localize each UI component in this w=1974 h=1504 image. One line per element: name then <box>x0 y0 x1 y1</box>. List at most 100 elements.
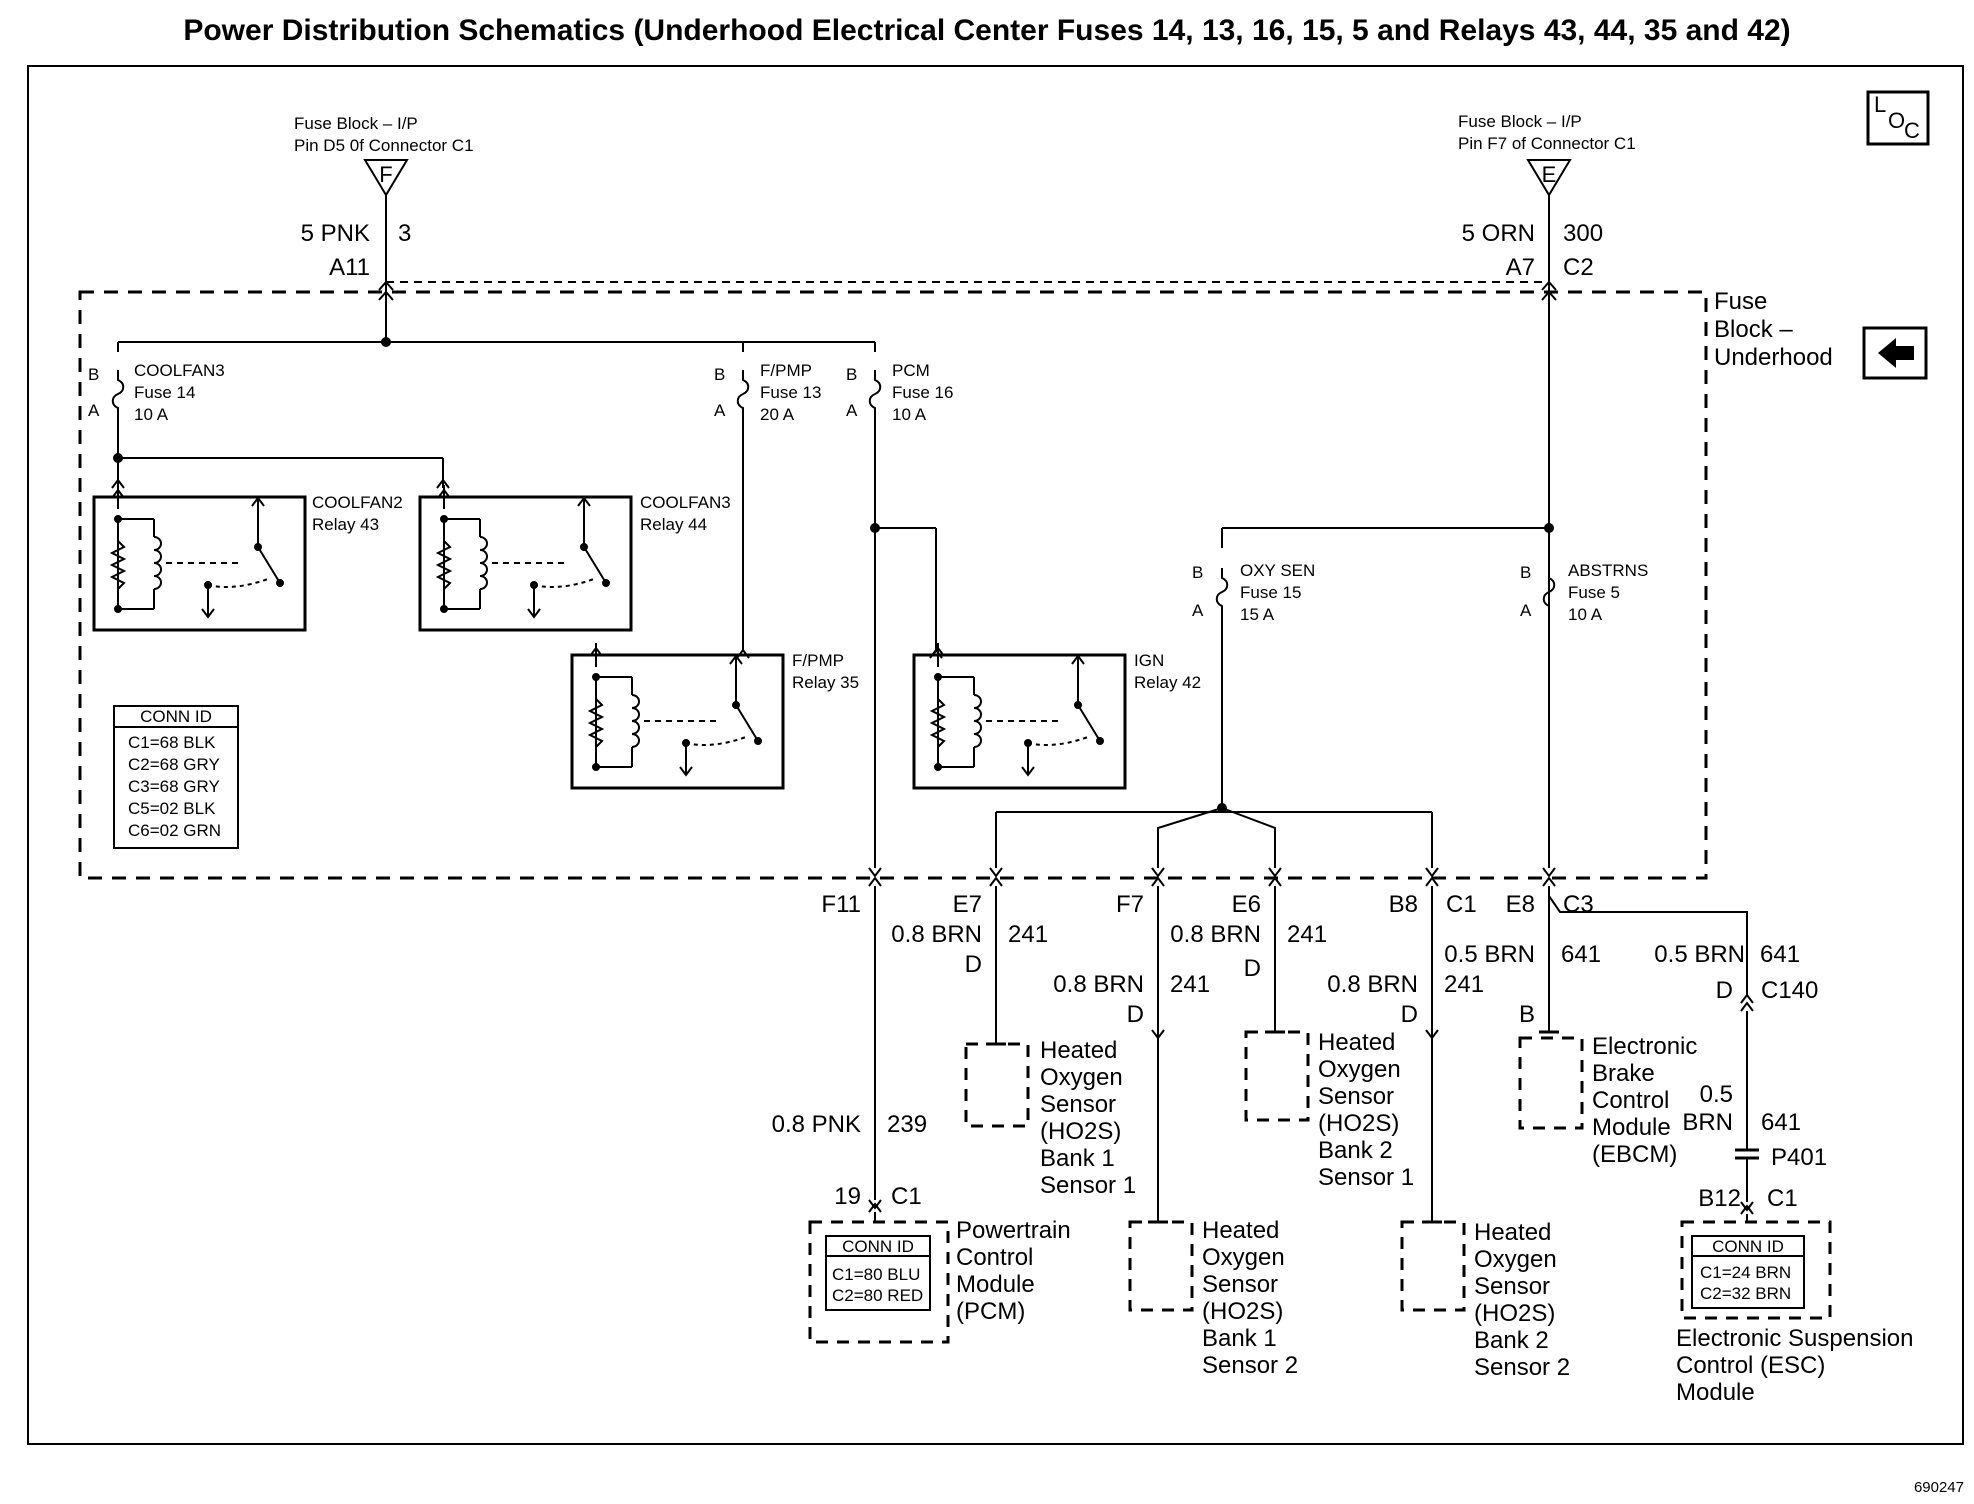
svg-text:B: B <box>88 365 99 384</box>
fuse-16-rating: 10 A <box>892 405 927 424</box>
fuse-16-name: PCM <box>892 361 930 380</box>
feed-left-circuit: 3 <box>398 220 411 247</box>
svg-text:B: B <box>846 365 857 384</box>
page-title: Power Distribution Schematics (Underhood… <box>183 14 1791 47</box>
conn-id-row: C5=02 BLK <box>128 799 216 818</box>
conn-id-row: C3=68 GRY <box>128 777 220 796</box>
relay-42-internals <box>929 643 1104 777</box>
feed-right-label-2: Pin F7 of Connector C1 <box>1458 134 1636 153</box>
svg-text:Bank 1: Bank 1 <box>1040 1145 1115 1172</box>
svg-text:Bank 2: Bank 2 <box>1318 1137 1393 1164</box>
fuse-block-label-1: Fuse <box>1714 288 1767 315</box>
relay-43-name: COOLFAN2 <box>312 493 403 512</box>
connector-c3: C3 <box>1563 891 1594 918</box>
svg-text:B: B <box>1520 563 1531 582</box>
svg-text:A: A <box>846 401 858 420</box>
figure-id: 690247 <box>1913 1479 1964 1496</box>
feed-right-connector: C2 <box>1563 254 1594 281</box>
e7-circuit: 241 <box>1008 921 1048 948</box>
fuse-5-name: ABSTRNS <box>1568 561 1648 580</box>
pcm-component-box <box>808 1220 950 1344</box>
e6-wire-color: 0.8 BRN <box>1170 921 1261 948</box>
pcm-connector: C1 <box>891 1183 922 1210</box>
esc-component-box <box>1680 1220 1832 1320</box>
esc-pin-d: D <box>1716 977 1733 1004</box>
svg-text:Control: Control <box>956 1244 1033 1271</box>
svg-text:Sensor 1: Sensor 1 <box>1318 1164 1414 1191</box>
svg-text:Brake: Brake <box>1592 1060 1655 1087</box>
relay-35-name: F/PMP <box>792 651 844 670</box>
fuse-13-name: F/PMP <box>760 361 812 380</box>
relay-42-number: Relay 42 <box>1134 673 1201 692</box>
pcm-pin: 19 <box>834 1183 861 1210</box>
svg-text:A: A <box>88 401 100 420</box>
outer-frame <box>27 65 1964 1445</box>
esc-lower-wire-color: BRN <box>1682 1109 1733 1136</box>
connector-a11-mark <box>378 280 394 291</box>
b8-circuit: 241 <box>1444 971 1484 998</box>
e7-wire-color: 0.8 BRN <box>891 921 982 948</box>
svg-text:(HO2S): (HO2S) <box>1040 1118 1121 1145</box>
relay-35-box <box>570 653 785 790</box>
feed-right-circuit: 300 <box>1563 220 1603 247</box>
f11-wire-color: 0.8 PNK <box>772 1111 861 1138</box>
e8-dest-pin: B <box>1519 1001 1535 1028</box>
relay-35-internals <box>587 643 762 777</box>
ho2s-b2s1-box <box>1244 1030 1310 1122</box>
pin-e6: E6 <box>1232 891 1261 918</box>
fuse-14-number: Fuse 14 <box>134 383 195 402</box>
e6-circuit: 241 <box>1287 921 1327 948</box>
svg-text:Control: Control <box>1592 1087 1669 1114</box>
pin-e7: E7 <box>953 891 982 918</box>
svg-text:Sensor 1: Sensor 1 <box>1040 1172 1136 1199</box>
svg-text:Module: Module <box>1592 1114 1671 1141</box>
feed-right-pin: A7 <box>1506 254 1535 281</box>
svg-text:C2=32 BRN: C2=32 BRN <box>1700 1284 1791 1303</box>
fuse-16-number: Fuse 16 <box>892 383 953 402</box>
esc-circuit: 641 <box>1760 941 1800 968</box>
svg-text:Oxygen: Oxygen <box>1040 1064 1123 1091</box>
relay-43-box <box>92 495 307 632</box>
fuse-block-label-3: Underhood <box>1714 344 1833 371</box>
svg-text:Pin D5 0f Connector C1: Pin D5 0f Connector C1 <box>294 136 474 155</box>
relay-35-number: Relay 35 <box>792 673 859 692</box>
fuse-5-number: Fuse 5 <box>1568 583 1620 602</box>
relay-43-internals <box>109 485 284 619</box>
ho2s-b1s2-label: Heated <box>1202 1217 1279 1244</box>
ebcm-box <box>1518 1036 1584 1130</box>
connector-c1: C1 <box>1446 891 1477 918</box>
feed-right-terminal-letter: E <box>1542 162 1557 187</box>
feed-left-wire-color: 5 PNK <box>301 220 370 247</box>
relay-44-name: COOLFAN3 <box>640 493 731 512</box>
fuse-14-name: COOLFAN3 <box>134 361 225 380</box>
svg-text:A: A <box>1520 601 1532 620</box>
relay-44-internals <box>435 485 610 619</box>
svg-text:Module: Module <box>1676 1379 1755 1406</box>
feed-left-pin: A11 <box>329 254 370 281</box>
esc-wire-color: 0.5 BRN <box>1654 941 1745 968</box>
esc-lower-wire-gauge: 0.5 <box>1700 1081 1733 1108</box>
fuse-15-number: Fuse 15 <box>1240 583 1301 602</box>
conn-id-header: CONN ID <box>140 707 212 726</box>
fuse-block-underhood-boundary <box>78 290 1708 880</box>
esc-connector-c1: C1 <box>1767 1185 1798 1212</box>
feed-left-terminal <box>363 159 409 197</box>
fuse-15-rating: 15 A <box>1240 605 1275 624</box>
left-arrow-icon <box>1878 338 1914 368</box>
e8-circuit: 641 <box>1561 941 1601 968</box>
feed-right-label-1: Fuse Block – I/P <box>1458 112 1582 131</box>
relay-44-number: Relay 44 <box>640 515 707 534</box>
conn-id-table-box <box>113 705 239 849</box>
loc-o: O <box>1888 108 1905 133</box>
svg-text:B: B <box>714 365 725 384</box>
svg-text:(PCM): (PCM) <box>956 1298 1025 1325</box>
connector-c140: C140 <box>1761 977 1818 1004</box>
svg-text:Sensor: Sensor <box>1474 1273 1550 1300</box>
svg-text:C1=24 BRN: C1=24 BRN <box>1700 1263 1791 1282</box>
relay-42-box <box>912 653 1127 790</box>
f7-dest-pin: D <box>1127 1001 1144 1028</box>
conn-id-row: C1=68 BLK <box>128 733 216 752</box>
relay-42-name: IGN <box>1134 651 1164 670</box>
pcm-conn-header: CONN ID <box>842 1237 914 1256</box>
svg-text:(EBCM): (EBCM) <box>1592 1141 1677 1168</box>
